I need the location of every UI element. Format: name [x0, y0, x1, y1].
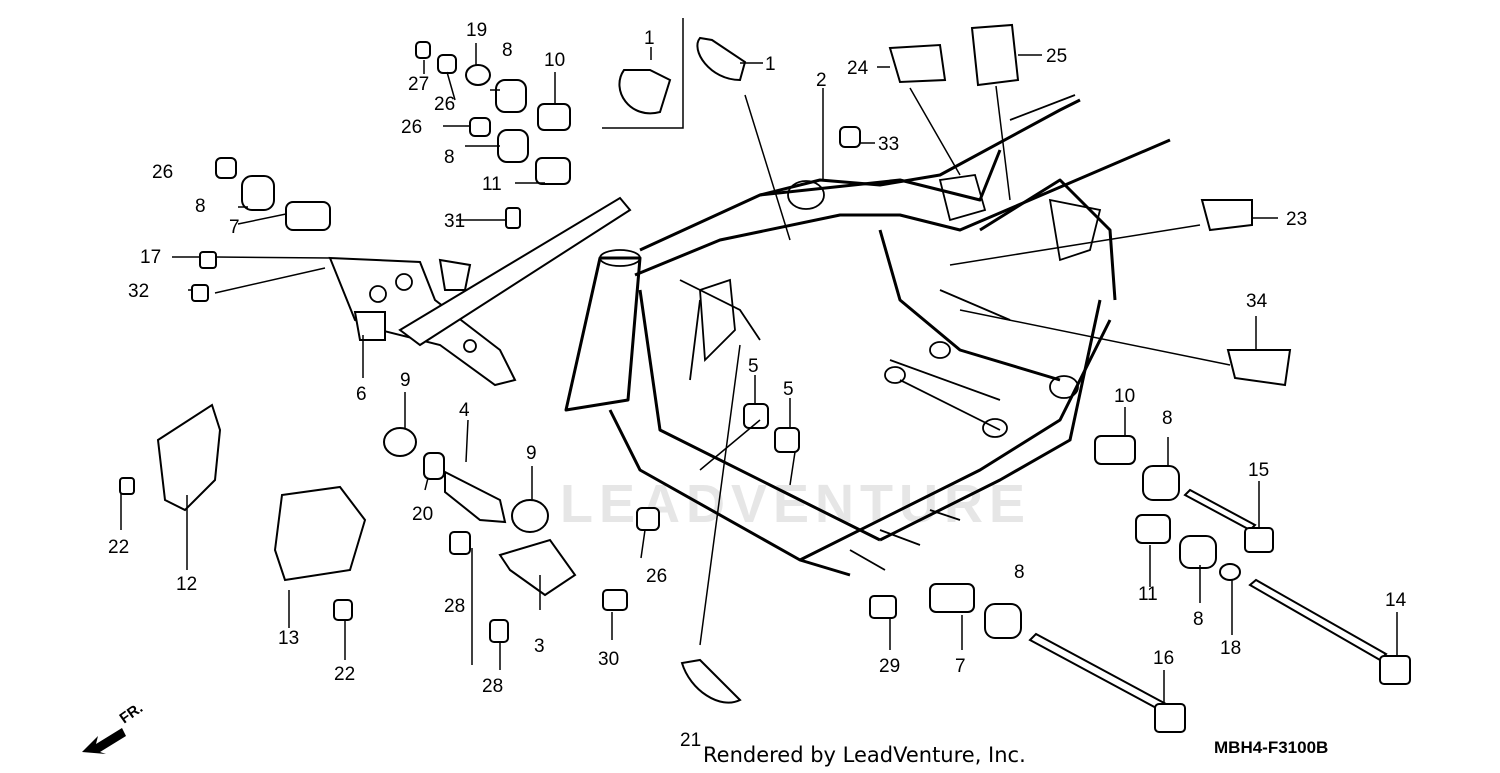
- callout-19: 19: [466, 20, 487, 41]
- callout-14: 14: [1385, 590, 1407, 611]
- callout-4: 4: [459, 400, 470, 421]
- mount-parts-left: [191, 41, 571, 302]
- callout-26d: 26: [646, 566, 667, 587]
- callout-2: 2: [816, 70, 827, 91]
- callout-11b: 11: [1138, 584, 1158, 605]
- callout-31: 31: [444, 211, 465, 232]
- callout-13: 13: [278, 628, 299, 649]
- callout-22b: 22: [334, 664, 355, 685]
- callout-labels: 1 1 2 3 4 5 5 6 7 7 8 8 8 8 8 8 9 9 10 1…: [108, 20, 1407, 751]
- callout-20: 20: [412, 504, 433, 525]
- callout-22a: 22: [108, 537, 129, 558]
- inset-bracket: [602, 18, 684, 129]
- callout-7a: 7: [229, 217, 240, 238]
- footer-credit: Rendered by LeadVenture, Inc.: [703, 743, 1026, 767]
- bolts-right: [869, 435, 1411, 733]
- callout-24: 24: [847, 58, 869, 79]
- callout-10b: 10: [1114, 386, 1135, 407]
- callout-9a: 9: [526, 443, 537, 464]
- diagram-code: MBH4-F3100B: [1214, 738, 1328, 757]
- front-direction-arrow-icon: FR.: [82, 699, 146, 754]
- callout-8e: 8: [1193, 609, 1204, 630]
- callout-26c: 26: [401, 117, 422, 138]
- callout-3: 3: [534, 636, 545, 657]
- callout-21: 21: [680, 730, 701, 751]
- callout-30: 30: [598, 649, 619, 670]
- callout-16: 16: [1153, 648, 1174, 669]
- callout-8d: 8: [1162, 408, 1173, 429]
- callout-10a: 10: [544, 50, 565, 71]
- clamps: [618, 23, 1292, 704]
- motorcycle-frame: [564, 94, 1171, 577]
- callout-8a: 8: [195, 196, 206, 217]
- callout-26a: 26: [152, 162, 173, 183]
- callout-1a: 1: [644, 28, 655, 49]
- callout-18: 18: [1220, 638, 1241, 659]
- direction-label: FR.: [117, 699, 147, 727]
- callout-5a: 5: [748, 356, 759, 377]
- mount-parts-lower-left: [119, 403, 800, 643]
- callout-1b: 1: [765, 54, 776, 75]
- callout-17: 17: [140, 247, 161, 268]
- bracket-assembly: [328, 196, 632, 387]
- callout-34: 34: [1246, 291, 1268, 312]
- callout-28b: 28: [482, 676, 503, 697]
- callout-8f: 8: [1014, 562, 1025, 583]
- callout-5b: 5: [783, 379, 794, 400]
- callout-8b: 8: [502, 40, 513, 61]
- callout-7b: 7: [955, 656, 966, 677]
- callout-9b: 9: [400, 370, 411, 391]
- callout-6: 6: [356, 384, 367, 405]
- callout-29: 29: [879, 656, 900, 677]
- callout-15: 15: [1248, 460, 1269, 481]
- callout-8c: 8: [444, 147, 455, 168]
- callout-28a: 28: [444, 596, 465, 617]
- callout-32: 32: [128, 281, 149, 302]
- leader-lines: [120, 43, 1398, 704]
- callout-33: 33: [878, 134, 899, 155]
- callout-12: 12: [176, 574, 197, 595]
- callout-25: 25: [1046, 46, 1067, 67]
- callout-26b: 26: [434, 94, 455, 115]
- watermark-text: LEADVENTURE: [560, 474, 1031, 534]
- callout-23: 23: [1286, 209, 1307, 230]
- callout-11a: 11: [482, 174, 502, 195]
- callout-27: 27: [408, 74, 429, 95]
